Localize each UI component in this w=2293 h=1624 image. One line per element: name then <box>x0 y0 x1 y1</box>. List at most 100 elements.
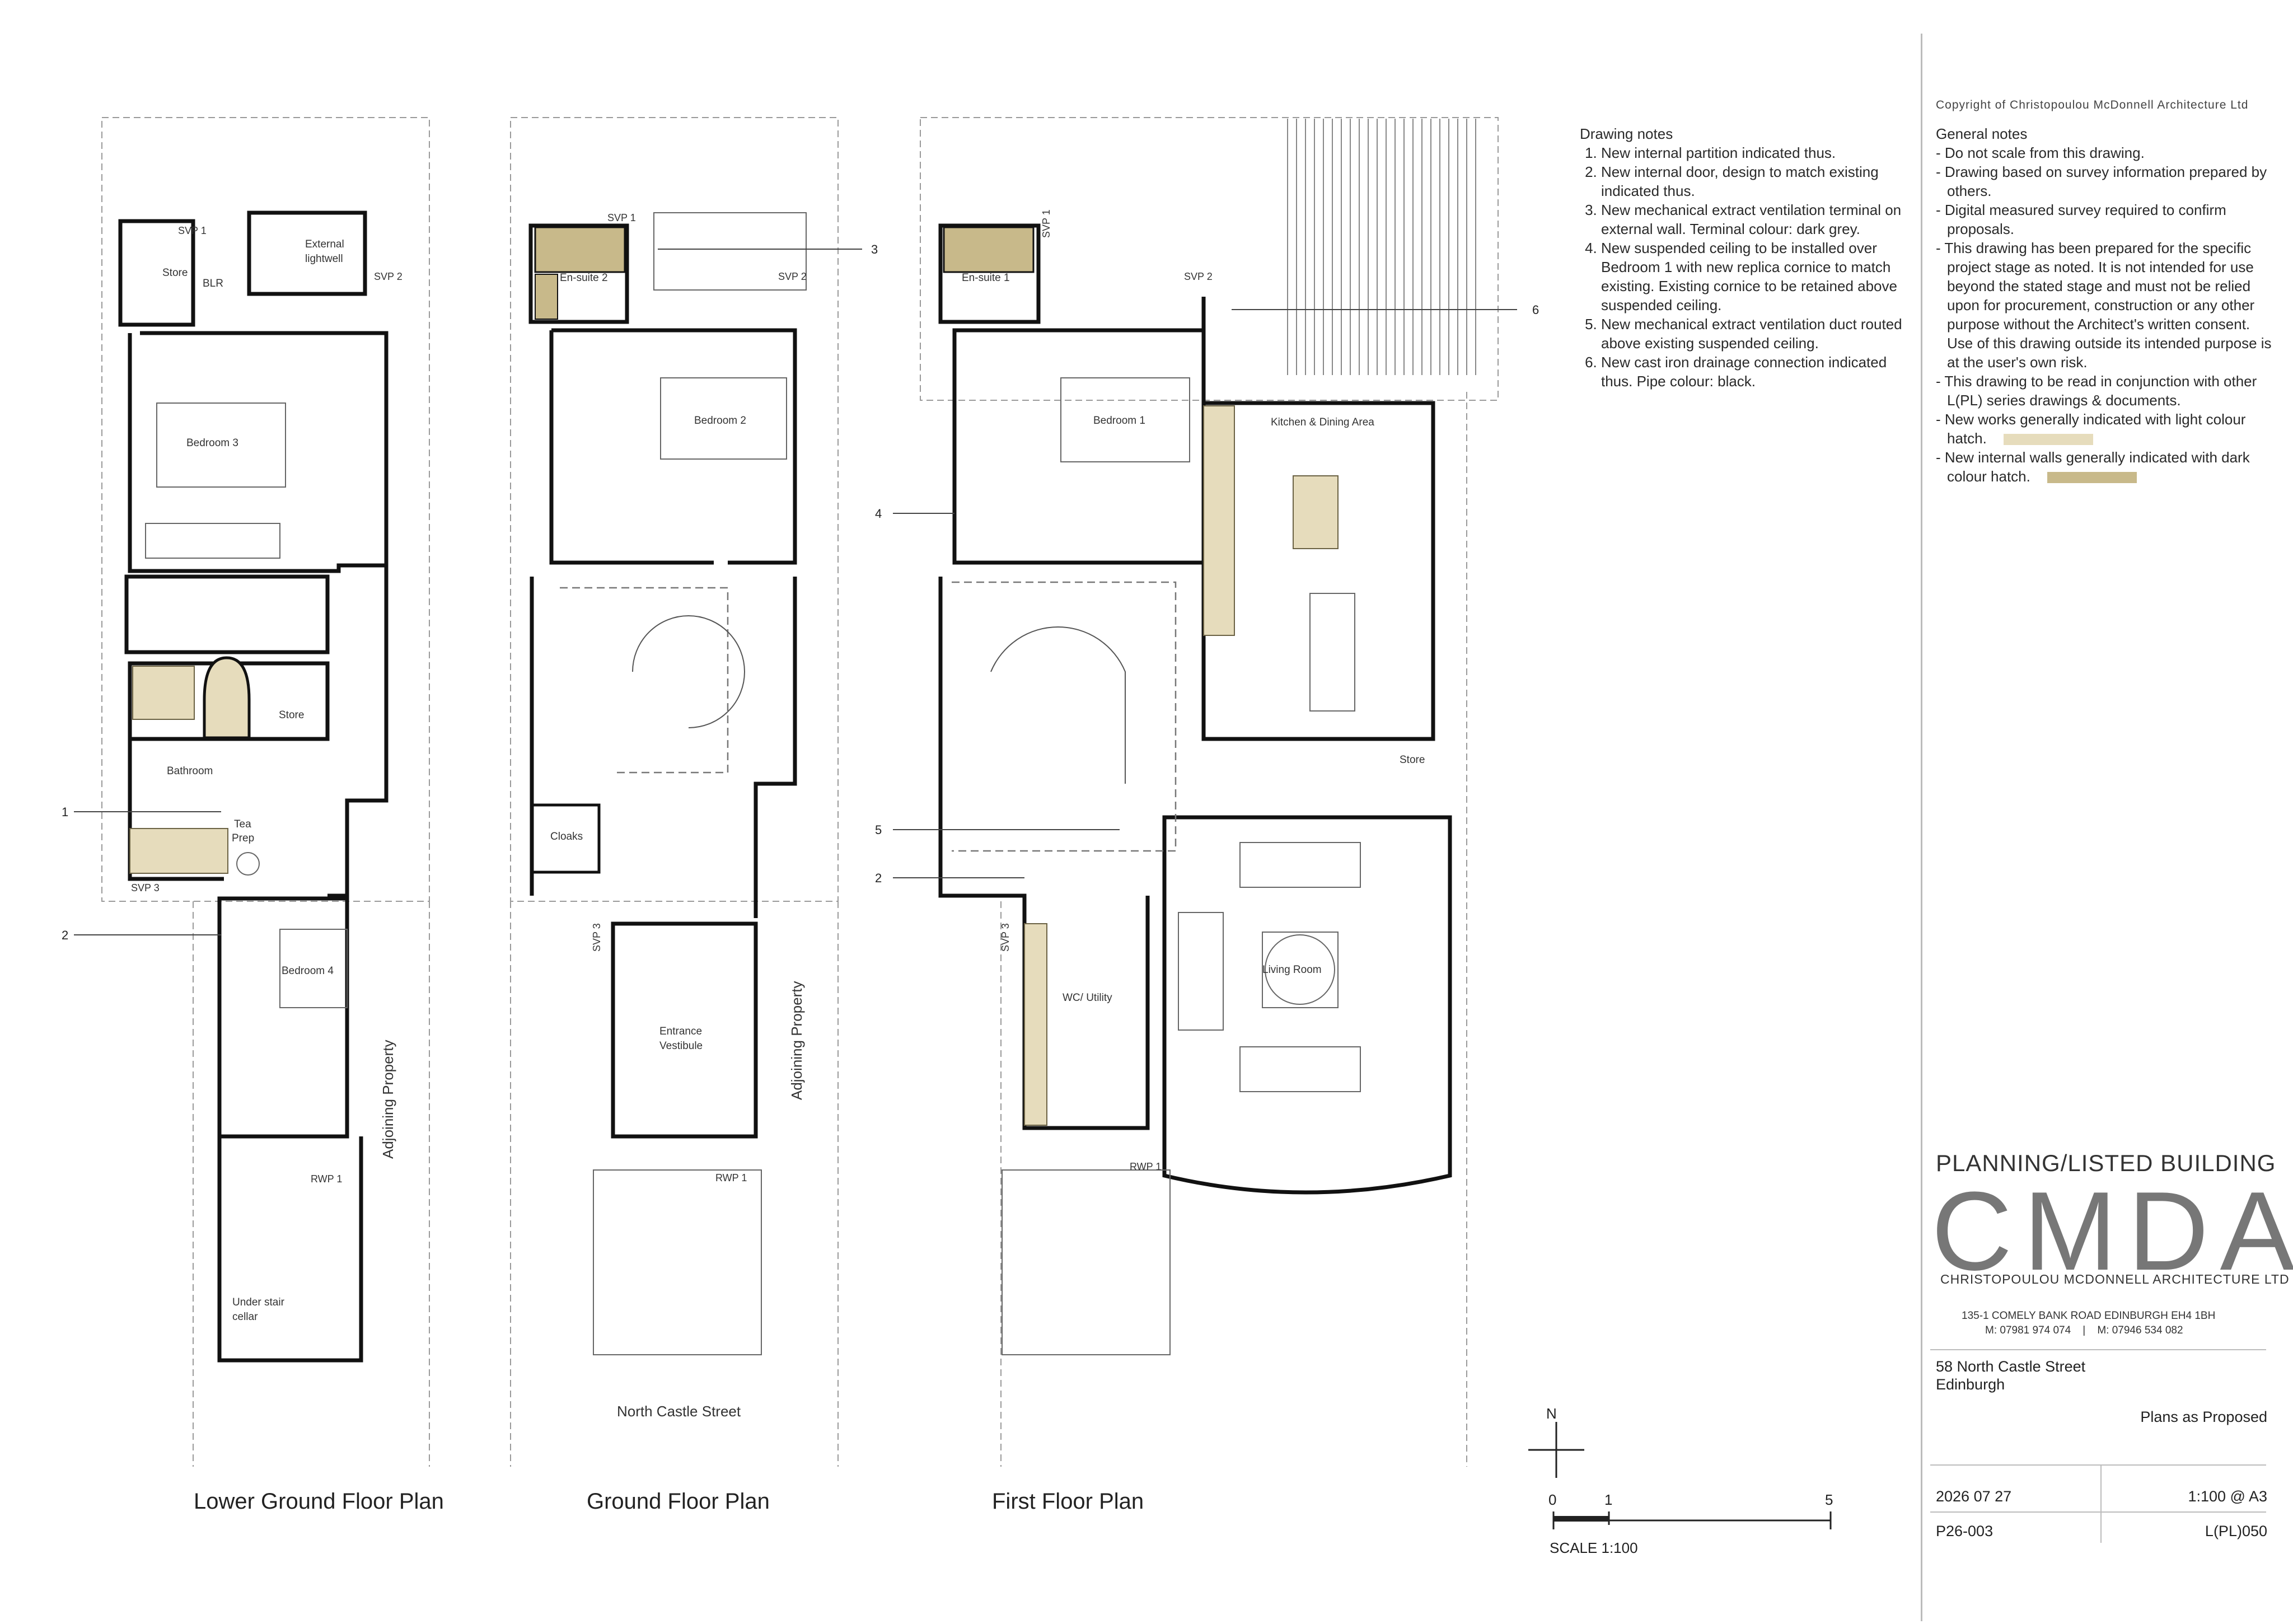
f-site-boundary-top <box>920 117 1499 401</box>
general-notes-heading: General notes <box>1936 125 2028 142</box>
general-notes: General notes - Do not scale from this d… <box>1936 124 2272 486</box>
scale-tick-1: 1 <box>1604 1491 1613 1508</box>
lg-bedroom4-walls <box>217 896 349 1139</box>
first-plan: En-suite 1 Bedroom 1 Kitchen & Dining Ar… <box>920 117 1499 1467</box>
f-svp2: SVP 2 <box>1184 271 1213 282</box>
lg-site-boundary <box>101 117 430 902</box>
scale-tick-5: 5 <box>1825 1491 1833 1508</box>
f-coffee-table <box>1262 932 1339 1008</box>
general-note-light-text: - New works generally indicated with lig… <box>1936 411 2246 447</box>
lg-cellar-label-2: cellar <box>232 1311 258 1323</box>
lg-bath-walls <box>128 661 330 741</box>
f-kitchen-units-new <box>1203 405 1235 636</box>
g-cloaks-label: Cloaks <box>550 831 583 843</box>
g-bed2 <box>660 377 787 460</box>
g-bedroom2-west <box>549 330 714 565</box>
lg-tea-label-2: Prep <box>232 832 254 844</box>
practice-logo: CMDA <box>1931 1169 2293 1294</box>
drawing-notes-list: New internal partition indicated thus. N… <box>1580 143 1916 391</box>
drawing-notes: Drawing notes New internal partition ind… <box>1580 124 1916 391</box>
f-front-steps <box>1002 1169 1171 1355</box>
drawing-note: New mechanical extract ventilation duct … <box>1601 315 1916 353</box>
g-lightwell <box>653 212 807 291</box>
f-ensuite-walls <box>938 223 1041 324</box>
general-note: - Drawing based on survey information pr… <box>1936 163 2267 199</box>
practice-address: 135-1 COMELY BANK ROAD EDINBURGH EH4 1BH <box>1962 1310 2216 1322</box>
drawing-notes-heading: Drawing notes <box>1580 125 1673 142</box>
lg-adjoining: Adjoining Property <box>380 1040 396 1159</box>
f-sofa-3 <box>1178 912 1224 1031</box>
lg-svp2: SVP 2 <box>374 271 403 282</box>
f-living-label: Living Room <box>1262 964 1322 976</box>
f-sofa-1 <box>1239 842 1361 888</box>
g-site-boundary <box>510 117 839 902</box>
general-note: - Do not scale from this drawing. <box>1936 144 2145 161</box>
drawing-note: New mechanical extract ventilation termi… <box>1601 200 1916 238</box>
copyright-notice: Copyright of Christopoulou McDonnell Arc… <box>1936 99 2249 111</box>
f-living-walls <box>1162 815 1452 1195</box>
marker-1: 1 <box>62 805 68 819</box>
drawing-note: New suspended ceiling to be installed ov… <box>1601 238 1916 315</box>
g-cloaks-walls <box>530 803 601 874</box>
lg-bedroom3-label: Bedroom 3 <box>186 437 238 449</box>
first-title: First Floor Plan <box>992 1489 1144 1514</box>
lower-ground-plan: Store External lightwell BLR Bedroom 3 S… <box>101 117 430 1467</box>
practice-phones: M: 07981 974 074 | M: 07946 534 082 <box>1985 1325 2183 1336</box>
drawing-number: L(PL)050 <box>2205 1523 2267 1539</box>
lg-bed4 <box>279 929 348 1008</box>
title-vrule <box>2100 1464 2102 1543</box>
lg-store-label: Store <box>162 267 188 279</box>
f-rwp1: RWP 1 <box>1130 1161 1161 1172</box>
sidebar-divider <box>1921 34 1922 1621</box>
g-entrance-label-2: Vestibule <box>659 1040 703 1052</box>
north-arrow <box>1528 1422 1584 1478</box>
lg-svp3: SVP 3 <box>131 882 160 893</box>
lg-basin <box>236 852 260 876</box>
lg-wardrobe <box>145 523 280 559</box>
north-label: N <box>1546 1405 1557 1422</box>
lg-bedroom4-label: Bedroom 4 <box>282 965 334 977</box>
issue-date: 2026 07 27 <box>1936 1488 2012 1505</box>
g-bedroom2-label: Bedroom 2 <box>694 415 746 427</box>
g-stair-curve <box>632 615 745 728</box>
f-bedroom1-label: Bedroom 1 <box>1093 415 1145 427</box>
g-svp2: SVP 2 <box>778 271 807 282</box>
f-wc-new <box>1024 923 1047 1126</box>
lg-bath-new <box>129 828 228 874</box>
f-rug <box>1265 934 1335 1005</box>
drawing-note: New cast iron drainage connection indica… <box>1601 353 1916 391</box>
scale-label: SCALE 1:100 <box>1550 1539 1638 1556</box>
lg-bathroom-label: Bathroom <box>167 765 213 777</box>
g-east-wall <box>754 577 797 918</box>
lg-wc-new <box>132 666 195 720</box>
drawing-title: Plans as Proposed <box>2140 1408 2267 1425</box>
lg-cellar-walls <box>217 1136 363 1363</box>
project-address-line-1: 58 North Castle Street <box>1936 1358 2086 1375</box>
job-number: P26-003 <box>1936 1523 1993 1539</box>
f-dining-table <box>1309 593 1355 712</box>
f-island-new <box>1293 475 1339 549</box>
lg-tea-label-1: Tea <box>234 818 251 830</box>
lg-east-wall <box>327 565 389 898</box>
f-bed1 <box>1060 377 1190 462</box>
g-svp3: SVP 3 <box>591 923 602 952</box>
lg-bed3 <box>156 403 286 488</box>
f-kitchen-label: Kitchen & Dining Area <box>1271 416 1374 428</box>
street-label: North Castle Street <box>617 1403 741 1420</box>
scale-bar <box>1552 1511 1832 1529</box>
f-duct-route <box>952 581 1177 852</box>
g-ensuite-label: En-suite 2 <box>560 272 608 284</box>
general-note: - Digital measured survey required to co… <box>1936 202 2226 237</box>
f-hatch-lines <box>1287 119 1476 375</box>
g-front-steps <box>593 1169 762 1355</box>
lg-stair-walls <box>124 574 330 654</box>
lg-cellar-label-1: Under stair <box>232 1297 285 1308</box>
g-ensuite-new <box>534 226 626 273</box>
general-note: - This drawing to be read in conjunction… <box>1936 373 2257 409</box>
marker-3: 3 <box>871 242 878 256</box>
f-bedroom1-walls <box>952 328 1206 565</box>
g-ensuite-walls <box>528 223 629 324</box>
lg-lightwell-walls <box>247 210 367 296</box>
